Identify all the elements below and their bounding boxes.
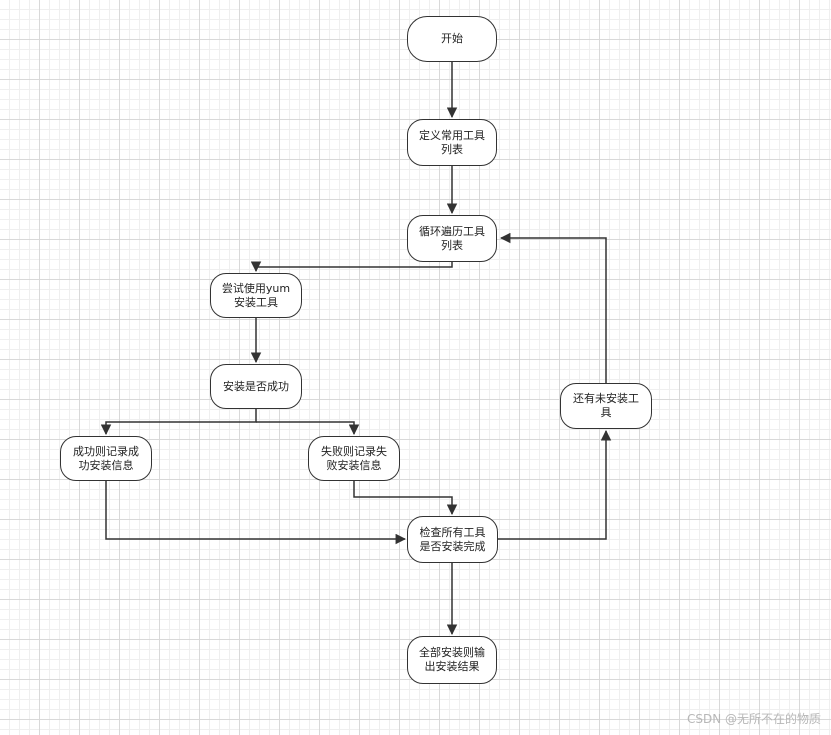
node-output-result: 全部安装则输 出安装结果 <box>407 636 497 684</box>
node-start: 开始 <box>407 16 497 62</box>
edge-fail-checkall <box>353 481 458 516</box>
node-define-tool-list: 定义常用工具 列表 <box>407 119 497 166</box>
edge-checkall-remaining <box>498 429 612 540</box>
node-try-yum-install: 尝试使用yum 安装工具 <box>210 273 302 318</box>
node-record-fail: 失败则记录失 败安装信息 <box>308 436 400 481</box>
node-record-success: 成功则记录成 功安装信息 <box>60 436 152 481</box>
edge-remaining-loop <box>499 232 607 383</box>
edge-check-fail <box>256 421 360 436</box>
watermark: CSDN @无所不在的物质 <box>686 712 821 726</box>
node-check-all-installed: 检查所有工具 是否安装完成 <box>407 516 498 563</box>
edge-check-success <box>100 409 257 436</box>
edge-success-checkall <box>105 481 407 545</box>
node-install-success-check: 安装是否成功 <box>210 364 302 409</box>
node-remaining-tools: 还有未安装工 具 <box>560 383 652 429</box>
node-loop-tool-list: 循环遍历工具 列表 <box>407 215 497 262</box>
edge-loop-try <box>250 261 453 273</box>
